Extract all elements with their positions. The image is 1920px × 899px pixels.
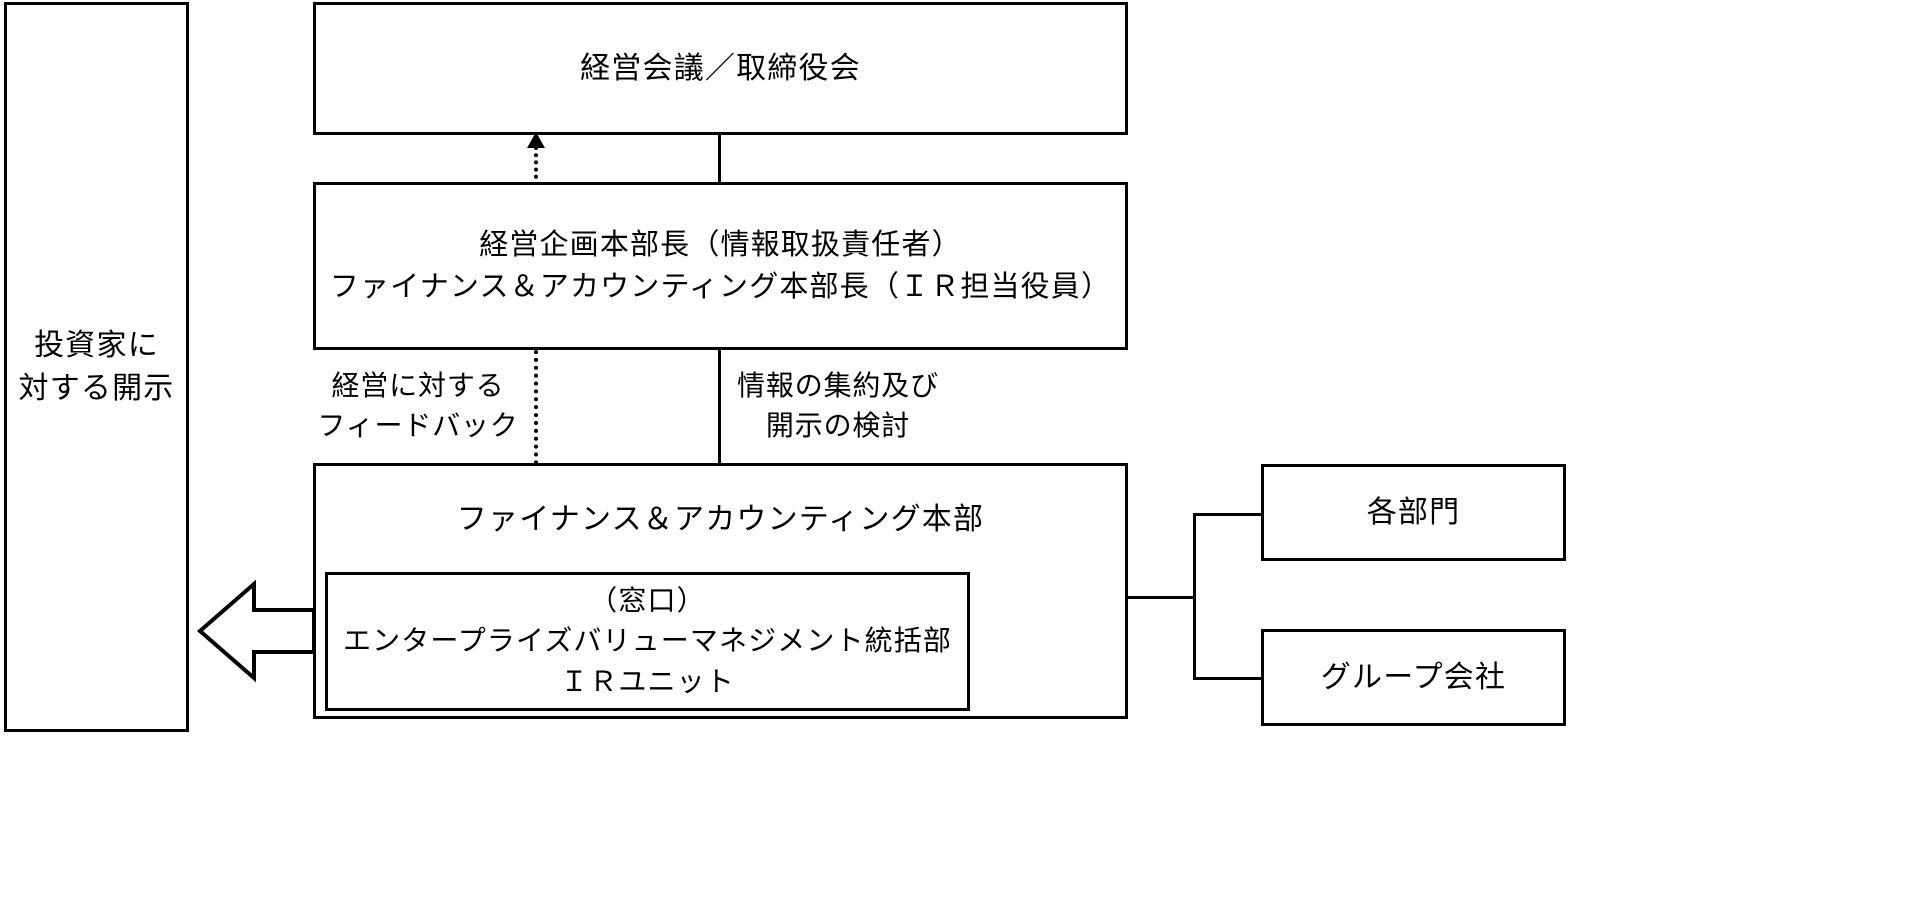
connector-line-exec-to-division bbox=[718, 350, 721, 464]
label-information-aggregation: 情報の集約及び 開示の検討 bbox=[737, 370, 939, 441]
connector-line-to-group-companies bbox=[1193, 677, 1263, 680]
connector-line-division-to-right-trunk bbox=[1128, 596, 1196, 599]
connector-line-top-to-exec bbox=[718, 133, 721, 183]
box-management-meeting: 経営会議／取締役会 bbox=[313, 2, 1128, 135]
connector-dotted-feedback-lower bbox=[534, 350, 538, 575]
box-group-companies: グループ会社 bbox=[1261, 629, 1566, 726]
left-block-arrow-icon bbox=[196, 579, 316, 683]
arrowhead-feedback-up-icon bbox=[527, 132, 545, 148]
box-departments: 各部門 bbox=[1261, 464, 1566, 561]
box-ir-window-unit: （窓口） エンタープライズバリューマネジメント統括部 ＩＲユニット bbox=[325, 572, 970, 711]
box-investor-disclosure: 投資家に 対する開示 bbox=[4, 2, 189, 732]
box-executive-officers: 経営企画本部長（情報取扱責任者） ファイナンス＆アカウンティング本部長（ＩＲ担当… bbox=[313, 182, 1128, 350]
connector-dotted-feedback-upper bbox=[534, 146, 538, 186]
connector-line-right-trunk bbox=[1193, 513, 1196, 680]
label-feedback: 経営に対する フィードバック bbox=[317, 370, 519, 441]
connector-line-to-departments bbox=[1193, 513, 1263, 516]
